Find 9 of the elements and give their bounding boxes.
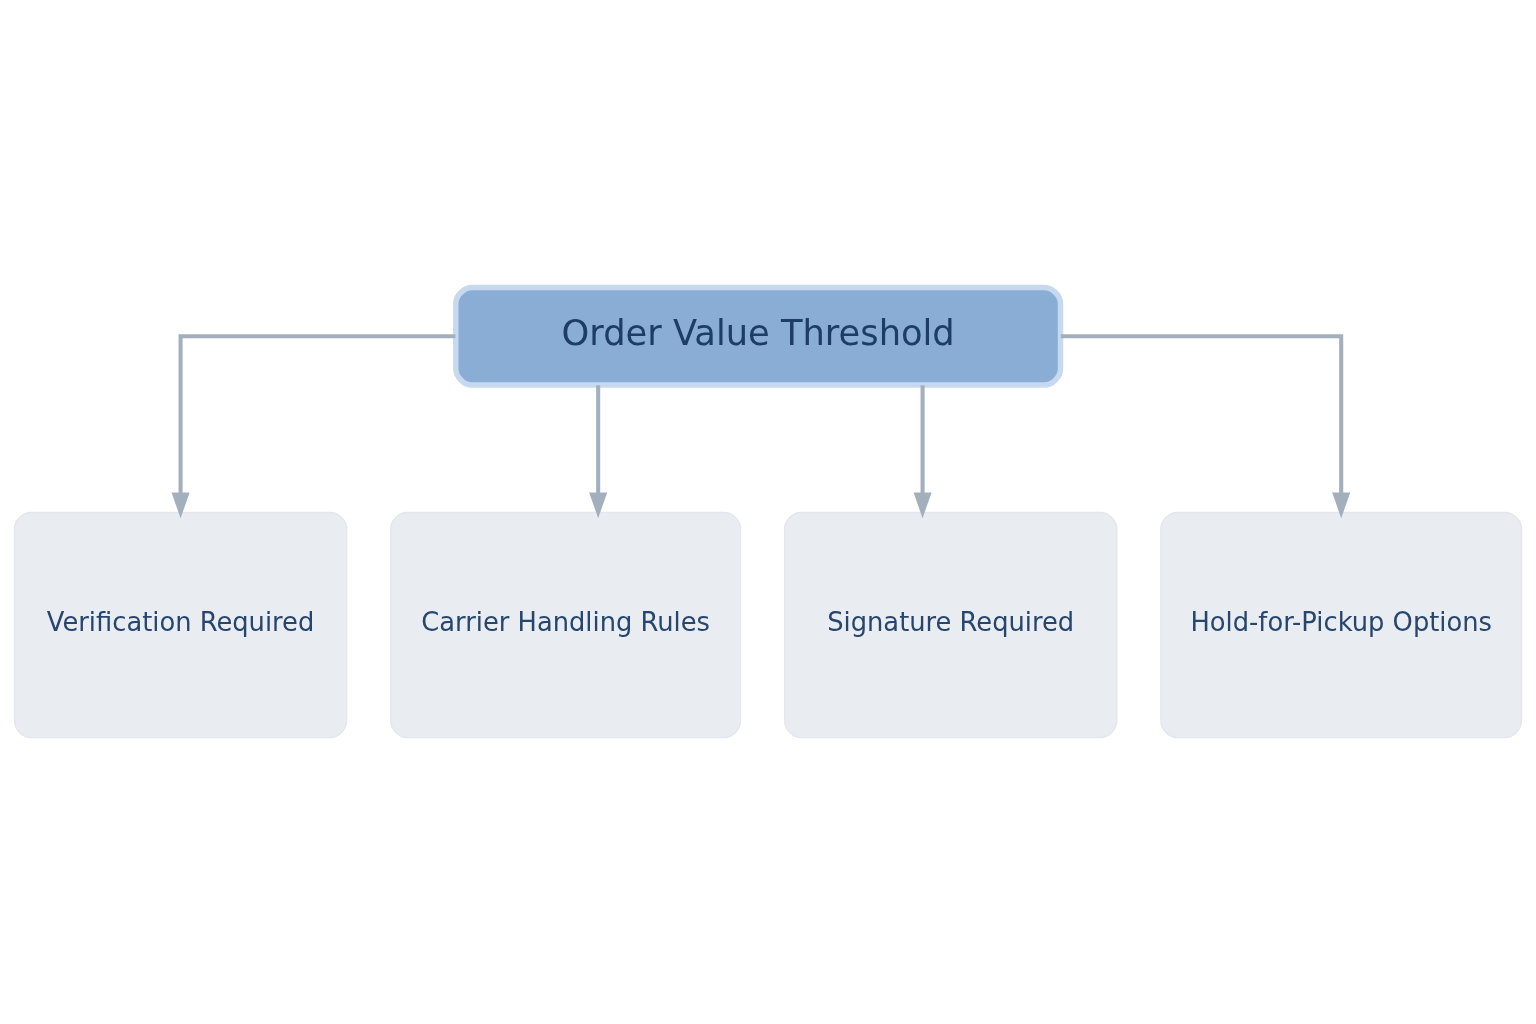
arrow: [171, 333, 456, 518]
node-box: Order Value Threshold: [453, 284, 1064, 388]
node-box: Hold-for-Pickup Options: [1160, 511, 1523, 738]
arrow: [1060, 333, 1351, 518]
node-box: Signature Required: [783, 511, 1118, 738]
node-box: Carrier Handling Rules: [390, 511, 742, 738]
arrow: [589, 384, 608, 518]
arrow: [913, 384, 932, 518]
node-box: Verification Required: [13, 511, 348, 738]
